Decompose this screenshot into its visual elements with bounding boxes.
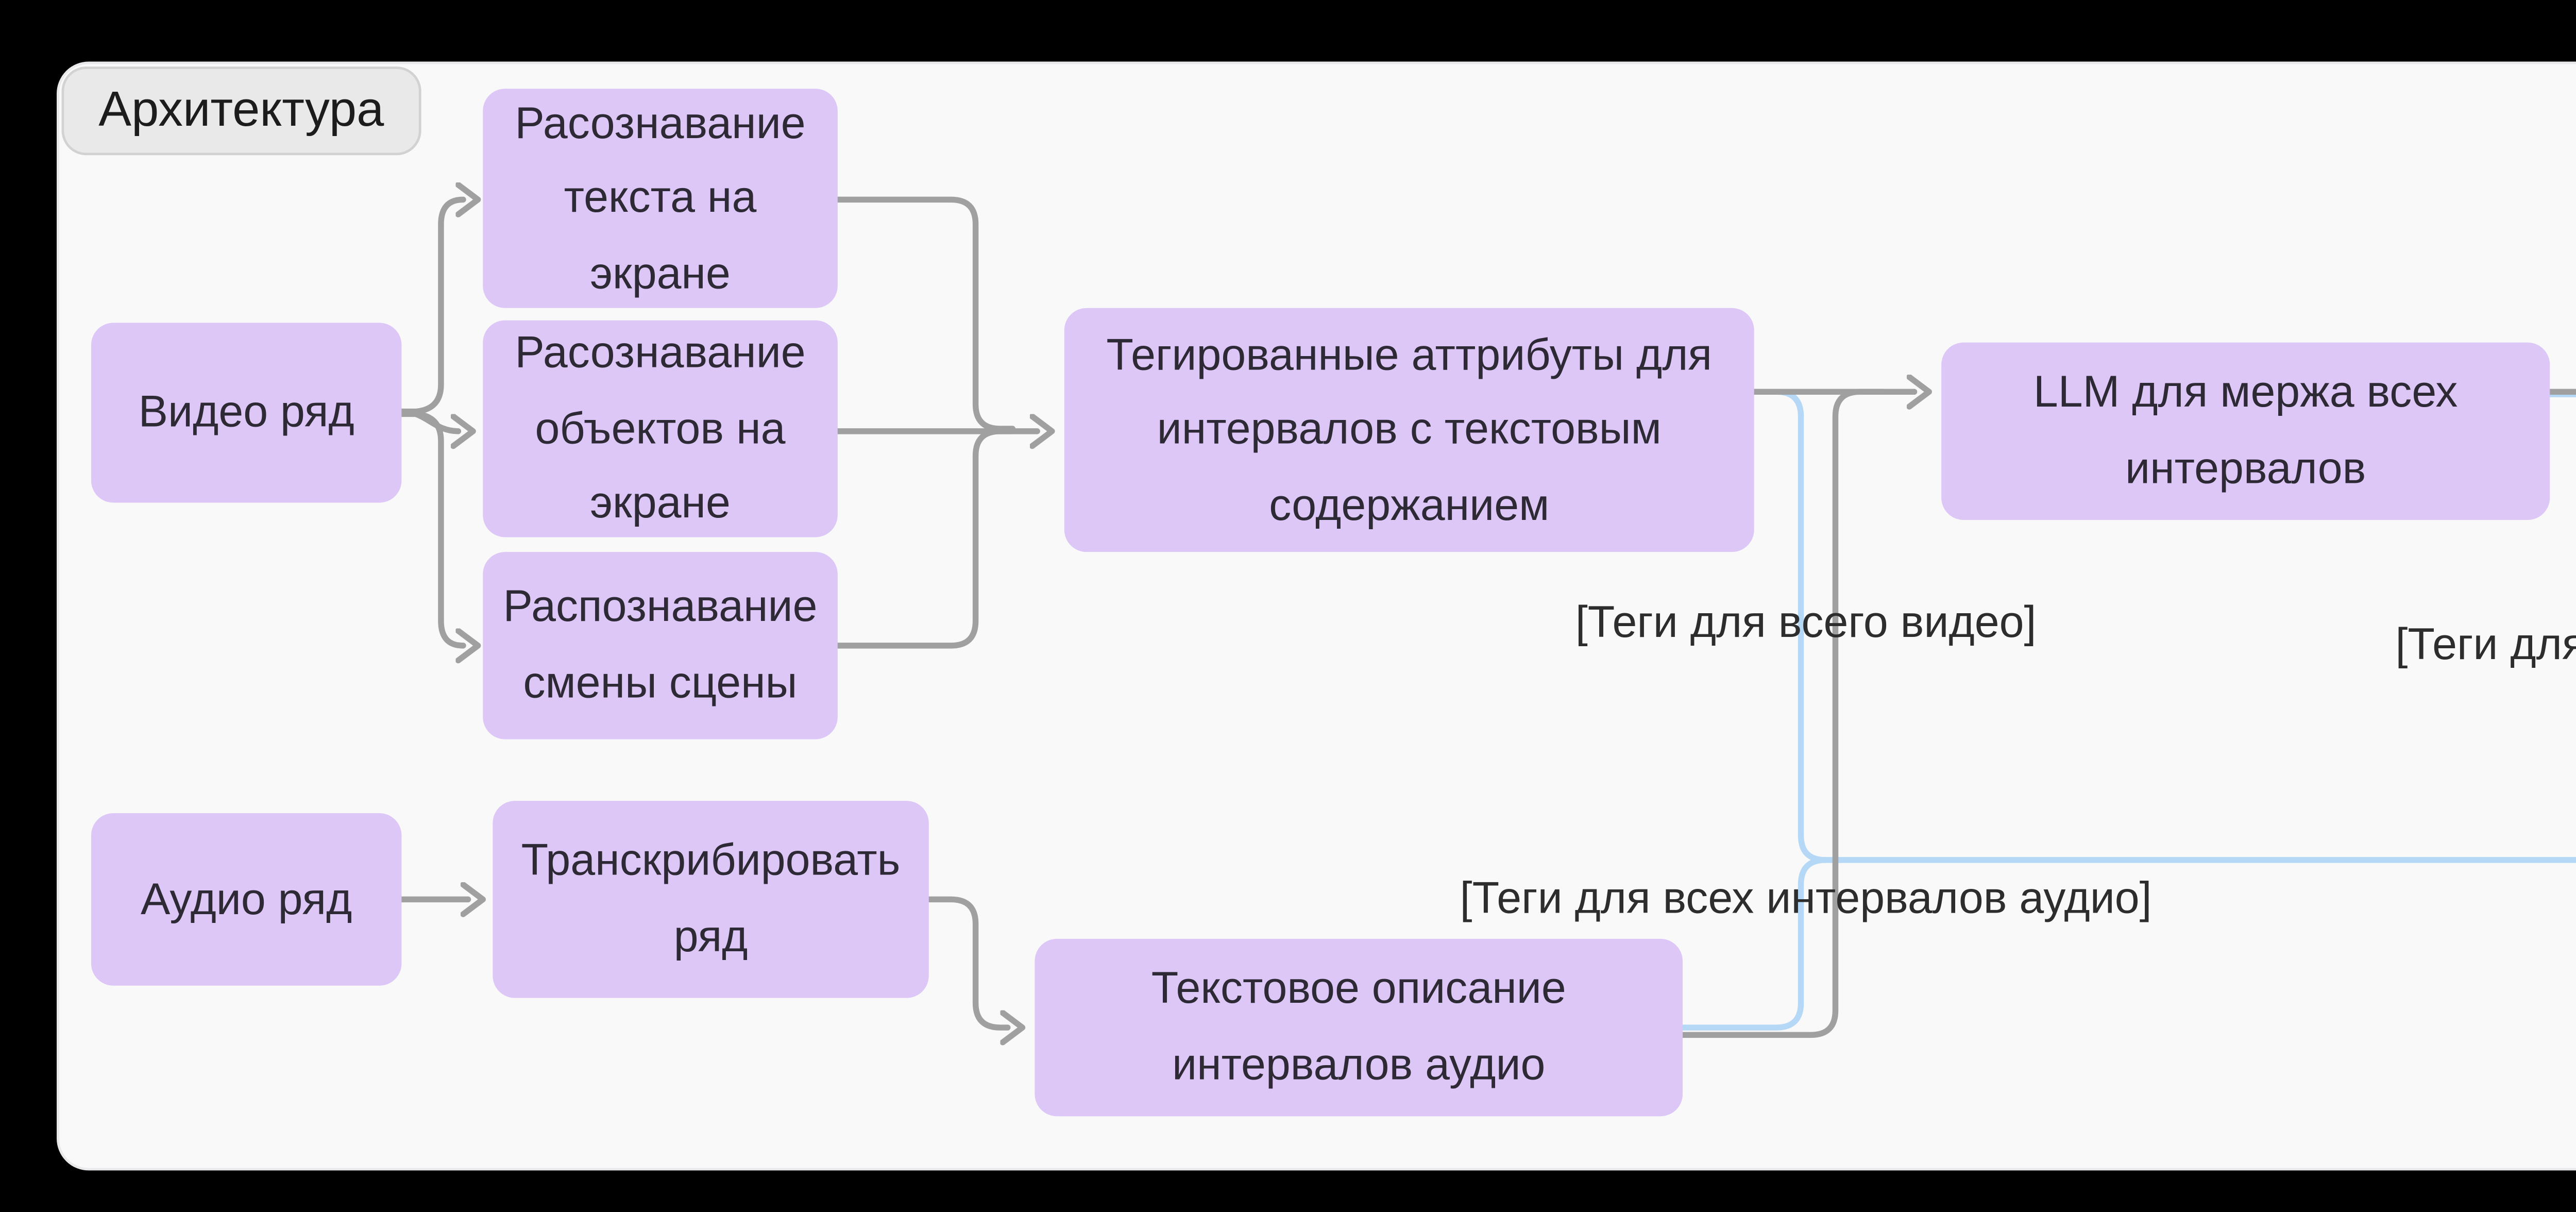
node-label: Видео ряд: [138, 387, 354, 437]
node-transcribe-row[interactable]: Транскрибировать ряд: [493, 801, 929, 998]
node-label: Аудио ряд: [140, 874, 352, 923]
node-audio-intervals-description[interactable]: Текстовое описание интервалов аудио: [1035, 938, 1683, 1117]
node-label: Транскрибировать ряд: [521, 836, 901, 961]
node-label: Распознавание смены сцены: [503, 582, 818, 708]
node-label: Расознавание текста на экране: [515, 97, 806, 298]
edge-label-tags-whole-merge: [Теги для всего мержа]: [2395, 619, 2576, 669]
edge-video-to-recscene: [398, 411, 463, 645]
node-recognize-text[interactable]: Расознавание текста на экране: [483, 89, 838, 308]
node-llm-merge[interactable]: LLM для мержа всех интервалов: [1941, 342, 2550, 520]
node-label: LLM для мержа всех интервалов: [2033, 368, 2458, 493]
edge-rectext-to-tagged: [835, 196, 1016, 432]
edge-recscene-to-tagged: [835, 428, 1016, 649]
edge-audiodesc-to-tagsvalue: [1680, 857, 1829, 1031]
frame-title-label: Архитектура: [98, 82, 384, 137]
node-label: Тегированные аттрибуты для интервалов с …: [1106, 329, 1713, 530]
node-video-row[interactable]: Видео ряд: [91, 323, 402, 503]
edge-audiodesc-to-llm: [1680, 389, 1886, 1038]
node-recognize-objects[interactable]: Расознавание объектов на экране: [483, 320, 838, 537]
edge-transcribe-to-audiodesc: [926, 896, 1008, 1028]
node-tagged-attributes[interactable]: Тегированные аттрибуты для интервалов с …: [1064, 308, 1754, 552]
node-label: Текстовое описание интервалов аудио: [1151, 964, 1566, 1089]
node-recognize-scene-change[interactable]: Распознавание смены сцены: [483, 552, 838, 739]
node-audio-row[interactable]: Аудио ряд: [91, 813, 402, 986]
edge-label-tags-all-audio-intervals: [Теги для всех интервалов аудио]: [1460, 873, 2152, 923]
edge-label-tags-whole-video: [Теги для всего видео]: [1575, 597, 2037, 647]
frame-title-badge[interactable]: Архитектура: [61, 66, 421, 156]
node-label: Расознавание объектов на экране: [515, 328, 806, 528]
edge-video-to-rectext: [398, 199, 463, 415]
